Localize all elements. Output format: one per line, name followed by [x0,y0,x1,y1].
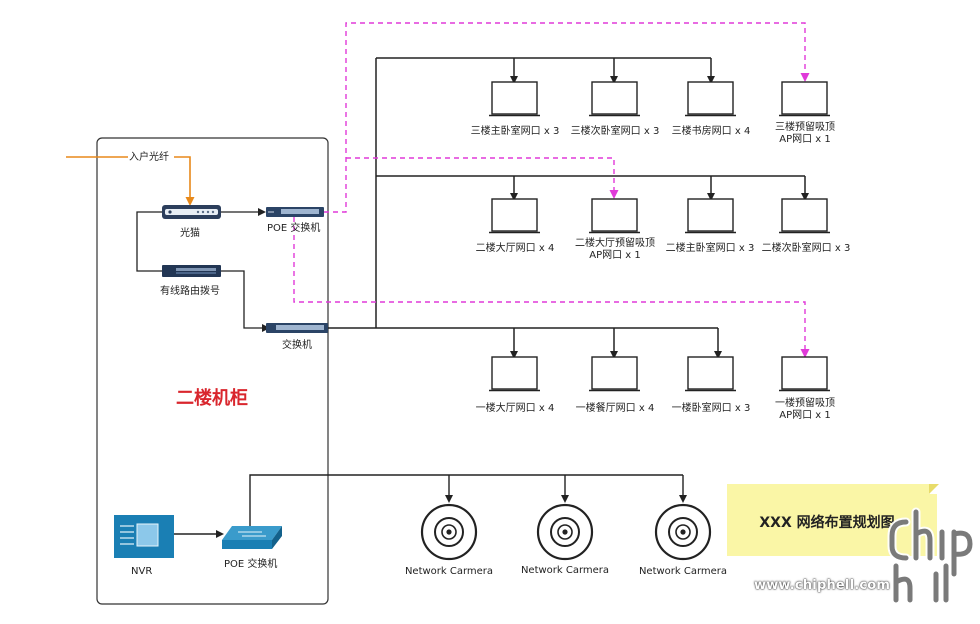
port-label-2f-master: 二楼主卧室网口 x 3 [665,243,755,254]
switch-device [266,323,328,333]
nvr-device [114,515,174,558]
camera-label-2: Network Carmera [520,565,610,576]
trunk-lines [328,57,809,359]
second-floor-ports [488,198,831,234]
port-label-1f-bedroom: 一楼卧室网口 x 3 [671,403,751,414]
router-label: 有线路由拨号 [160,286,220,297]
switch-label: 交换机 [282,340,312,351]
watermark-url: www.chiphell.com [754,578,891,593]
poe-switch-label: POE 交换机 [267,223,321,234]
cabinet-title: 二楼机柜 [176,388,248,409]
router-device [162,265,221,277]
port-label-1f-ap: 一楼预留吸顶 AP网口 x 1 [775,398,835,421]
camera-label-1: Network Carmera [404,566,494,577]
note-fold [929,484,939,494]
fiber-line [66,156,195,206]
poe-switch-device [266,207,324,217]
camera-connections [174,474,687,538]
cabinet-connections [136,208,270,332]
ap-poe-links [293,22,810,358]
port-label-3f-study: 三楼书房网口 x 4 [671,126,751,137]
port-label-2f-ap: 二楼大厅预留吸顶 AP网口 x 1 [575,238,655,261]
fiber-label: 入户光纤 [129,152,169,163]
first-floor-ports [488,356,831,392]
port-label-3f-second: 三楼次卧室网口 x 3 [570,126,660,137]
port-label-1f-dining: 一楼餐厅网口 x 4 [575,403,655,414]
camera-label-3: Network Carmera [638,566,728,577]
port-label-3f-master: 三楼主卧室网口 x 3 [470,126,560,137]
cabinet-frame [96,137,329,605]
note-title: XXX 网络布置规划图 [759,515,895,531]
modem-device [162,205,221,219]
port-label-2f-hall: 二楼大厅网口 x 4 [475,243,555,254]
chiphell-logo [887,507,975,604]
port-label-1f-hall: 一楼大厅网口 x 4 [475,403,555,414]
poe-switch2-label: POE 交换机 [224,559,278,570]
port-label-2f-second: 二楼次卧室网口 x 3 [761,243,851,254]
nvr-label: NVR [131,566,153,577]
port-label-3f-ap: 三楼预留吸顶 AP网口 x 1 [775,122,835,145]
third-floor-ports [488,81,831,117]
modem-label: 光猫 [180,228,200,239]
network-cameras [420,503,712,561]
poe-switch2-device [222,526,282,549]
